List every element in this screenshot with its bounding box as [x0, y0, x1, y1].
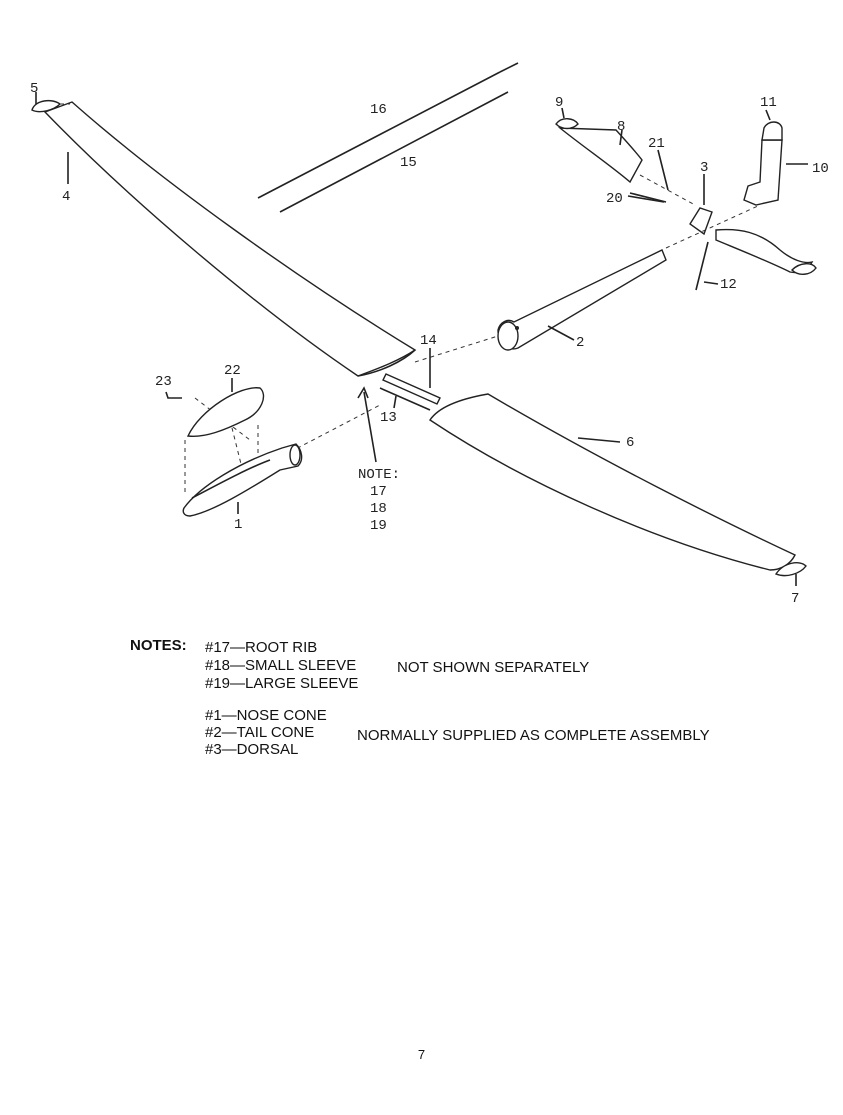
part-label-20: 20 — [606, 191, 623, 207]
nose-cone-pod — [182, 443, 303, 517]
fin-rudder — [743, 139, 783, 206]
note-item-large-sleeve: #19—LARGE SLEEVE — [205, 675, 359, 692]
dorsal-fin — [689, 207, 713, 236]
part-label-13: 13 — [380, 410, 397, 426]
part-label-15: 15 — [400, 155, 417, 171]
note-item-dorsal: #3—DORSAL — [205, 741, 299, 758]
part-label-5: 5 — [30, 81, 38, 97]
note-callout-item: 19 — [370, 518, 387, 534]
note-callout-title: NOTE: — [358, 467, 400, 483]
part-label-1: 1 — [234, 517, 242, 533]
note-callout-item: 17 — [370, 484, 387, 500]
part-label-2: 2 — [576, 335, 584, 351]
note-item-nose-cone: #1—NOSE CONE — [205, 707, 327, 724]
notes-section: NOTES: #17—ROOT RIB #18—SMALL SLEEVE #19… — [130, 637, 810, 767]
left-wing-panel — [43, 101, 417, 377]
part-label-22: 22 — [224, 363, 241, 379]
note-item-small-sleeve: #18—SMALL SLEEVE — [205, 657, 357, 674]
part-label-8: 8 — [617, 119, 625, 135]
left-stabilizer — [557, 127, 643, 184]
page-number: 7 — [417, 1047, 426, 1062]
part-label-9: 9 — [555, 95, 563, 111]
exploded-assembly-diagram: 5 4 16 15 9 8 21 3 20 11 10 12 2 14 13 6… — [30, 62, 829, 607]
notes-heading: NOTES: — [130, 637, 187, 654]
right-wingtip — [774, 562, 807, 577]
note-remark-not-shown: NOT SHOWN SEPARATELY — [397, 659, 590, 676]
note-callout-item: 18 — [370, 501, 387, 517]
part-label-23: 23 — [155, 374, 172, 390]
canopy — [186, 387, 265, 437]
note-item-tail-cone: #2—TAIL CONE — [205, 724, 315, 741]
part-label-3: 3 — [700, 160, 708, 176]
part-label-7: 7 — [791, 591, 799, 607]
part-label-4: 4 — [62, 189, 70, 205]
part-label-11: 11 — [760, 95, 777, 111]
fin-cap — [761, 121, 783, 141]
wing-joiner-rods — [257, 62, 519, 213]
right-stabilizer — [715, 228, 814, 274]
part-label-16: 16 — [370, 102, 387, 118]
part-label-10: 10 — [812, 161, 829, 177]
part-label-21: 21 — [648, 136, 665, 152]
right-wing-panel — [429, 393, 796, 571]
part-label-14: 14 — [420, 333, 437, 349]
wing-sleeves — [379, 373, 441, 411]
tail-cone-boom — [497, 249, 667, 351]
note-item-root-rib: #17—ROOT RIB — [205, 639, 318, 656]
note-remark-complete-assembly: NORMALLY SUPPLIED AS COMPLETE ASSEMBLY — [357, 727, 710, 744]
part-label-12: 12 — [720, 277, 737, 293]
part-label-6: 6 — [626, 435, 634, 451]
stabilizer-tip-left — [555, 118, 579, 130]
